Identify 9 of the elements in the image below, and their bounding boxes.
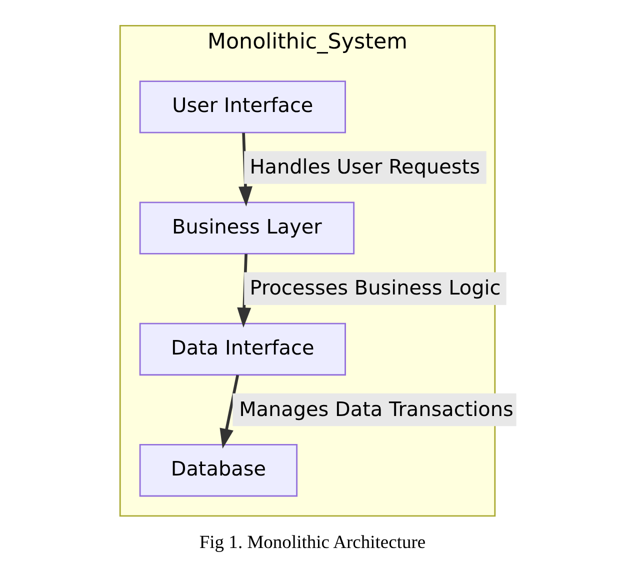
- arrow: [237, 254, 252, 328]
- node-box: User Interface: [139, 80, 346, 134]
- node-box: Data Interface: [139, 322, 346, 376]
- node-box: Database: [139, 444, 298, 497]
- arrow: [220, 374, 240, 449]
- caption: Fig 1. Monolithic Architecture: [199, 532, 426, 553]
- edge-label: Handles User Requests: [250, 154, 480, 178]
- arrow: [238, 132, 252, 206]
- node-box: Business Layer: [139, 202, 355, 254]
